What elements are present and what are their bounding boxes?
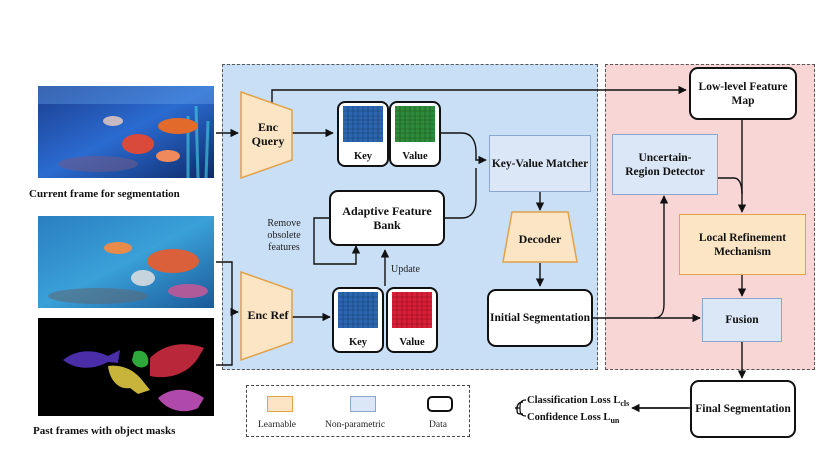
- current-frame-caption: Current frame for segmentation: [29, 188, 180, 200]
- query-value-card: Value: [389, 101, 441, 167]
- decoder-shape: [502, 211, 578, 263]
- enc-ref-label: Enc Ref: [247, 308, 289, 322]
- decoder: Decoder: [503, 228, 577, 250]
- final-segmentation: Final Segmentation: [690, 380, 796, 438]
- query-value-label: Value: [402, 151, 428, 162]
- query-key-label: Key: [353, 151, 373, 162]
- arrow-query-kv-to-matcher: [440, 132, 487, 165]
- ref-value-label: Value: [399, 337, 425, 348]
- arrow-past-merge: [216, 261, 238, 366]
- confidence-loss: Confidence Loss Lun: [527, 412, 619, 425]
- past-frames-caption: Past frames with object masks: [33, 425, 176, 437]
- arrow-encq-to-lowlevel: [271, 85, 687, 106]
- final-segmentation-label: Final Segmentation: [695, 403, 791, 415]
- initial-segmentation-label: Initial Segmentation: [490, 312, 590, 324]
- ref-value-card: Value: [386, 287, 438, 353]
- classification-loss: Classification Loss Lcls: [527, 395, 629, 408]
- enc-query-shape: [240, 90, 293, 180]
- ref-key-card: Key: [332, 287, 384, 353]
- key-value-matcher: Key-Value Matcher: [489, 135, 591, 192]
- legend-data-swatch: [427, 396, 453, 412]
- initial-segmentation: Initial Segmentation: [487, 289, 593, 347]
- confidence-loss-label: Confidence Loss L: [527, 412, 611, 423]
- fusion: Fusion: [702, 298, 782, 342]
- remove-obsolete-text: Remove obsolete features: [267, 218, 301, 253]
- arrow-initial-to-detector: [653, 195, 669, 319]
- fusion-label: Fusion: [725, 314, 759, 326]
- query-key-card: Key: [337, 101, 389, 167]
- legend-nonparametric-swatch: [350, 396, 376, 412]
- confidence-loss-subscript: un: [610, 416, 620, 426]
- legend-nonparametric-label: Non-parametric: [325, 420, 386, 430]
- past-frame-image: [38, 216, 214, 308]
- low-level-feature-map: Low-level Feature Map: [689, 67, 797, 120]
- enc-ref: Enc Ref: [244, 292, 292, 338]
- legend-data-label: Data: [429, 420, 447, 430]
- local-refinement-mechanism: Local Refinement Mechanism: [679, 214, 806, 275]
- classification-loss-label: Classification Loss L: [527, 395, 621, 406]
- classification-loss-subscript: cls: [620, 399, 630, 409]
- current-frame-image: [38, 86, 214, 178]
- legend: Learnable Non-parametric Data: [246, 385, 470, 437]
- arrow-bank-to-matcher: [445, 168, 477, 219]
- enc-query-label: Enc Query: [251, 120, 285, 148]
- enc-query: Enc Query: [244, 112, 292, 156]
- update-text: Update: [391, 264, 420, 275]
- key-value-matcher-label: Key-Value Matcher: [491, 157, 589, 170]
- decoder-label: Decoder: [518, 232, 562, 246]
- ref-key-label: Key: [348, 337, 368, 348]
- uncertain-region-detector-label: Uncertain-Region Detector: [625, 151, 705, 178]
- arrow-detector-to-refine: [718, 177, 743, 195]
- object-mask-image: [38, 318, 214, 416]
- legend-learnable-swatch: [267, 396, 293, 412]
- low-level-feature-map-label: Low-level Feature Map: [698, 80, 788, 107]
- enc-ref-shape: [240, 270, 293, 362]
- arrow-remove-obsolete: [313, 217, 361, 265]
- legend-learnable-label: Learnable: [258, 420, 296, 430]
- local-refinement-mechanism-label: Local Refinement Mechanism: [698, 231, 787, 258]
- uncertain-region-detector: Uncertain-Region Detector: [612, 134, 718, 195]
- loss-brace: [516, 399, 527, 417]
- adaptive-feature-bank: Adaptive Feature Bank: [329, 190, 445, 246]
- adaptive-feature-bank-label: Adaptive Feature Bank: [342, 204, 432, 232]
